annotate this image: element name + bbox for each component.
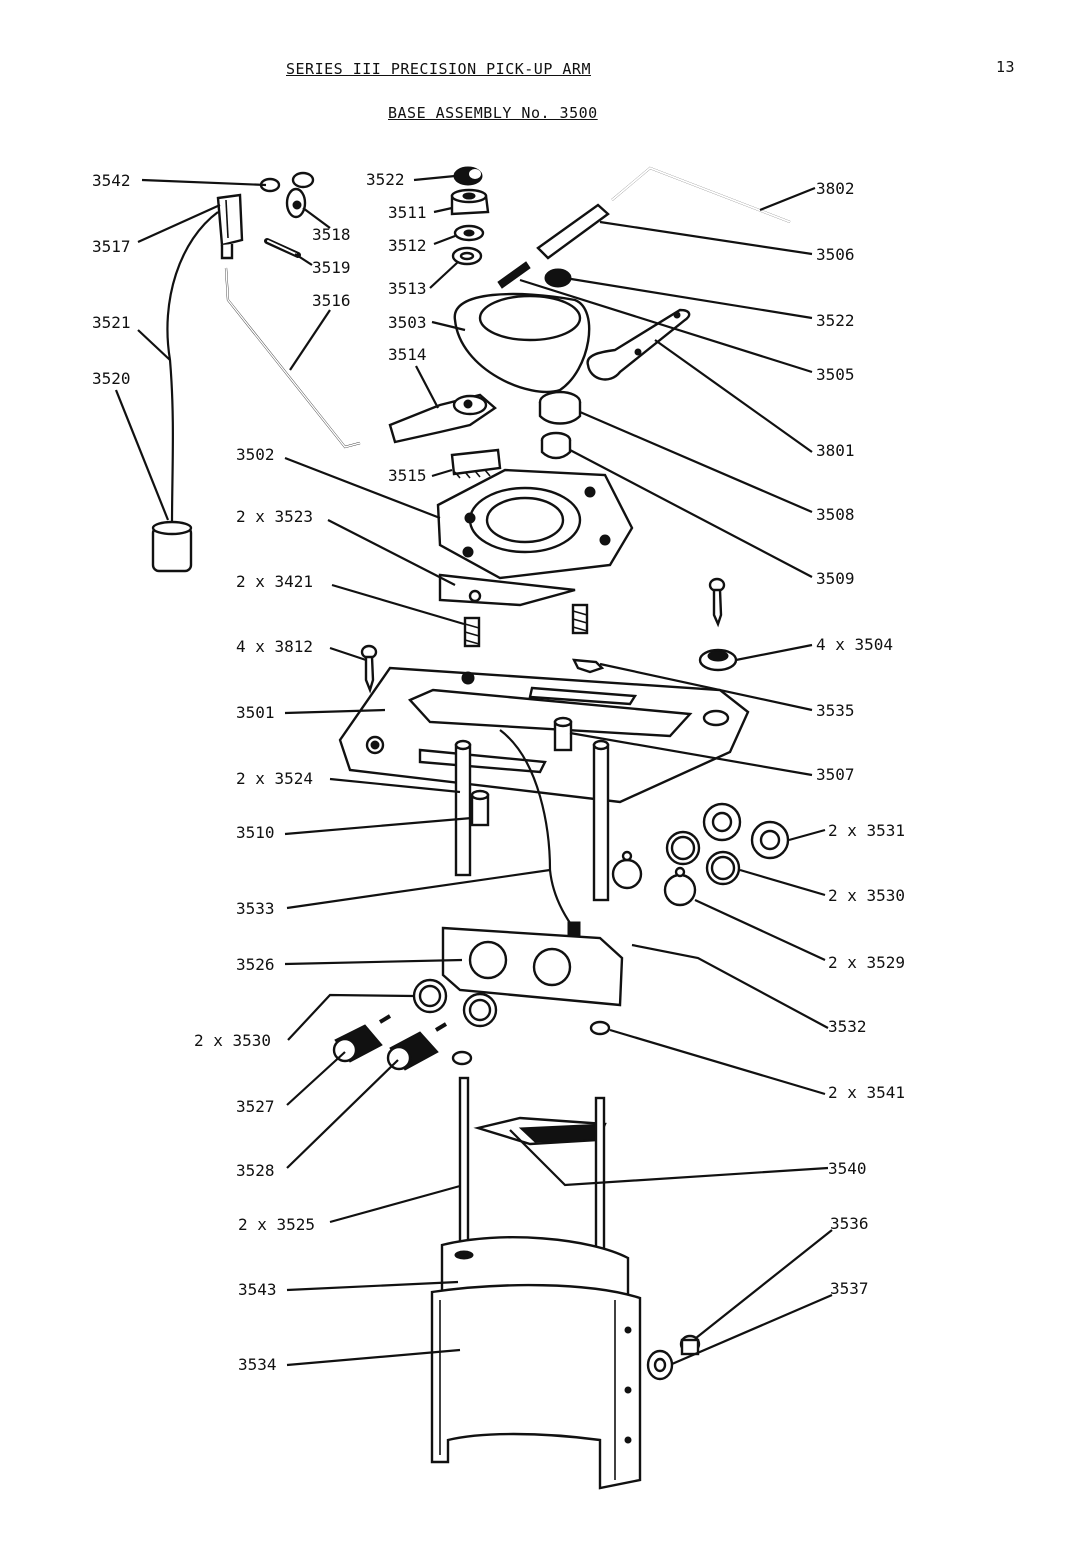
label-3421: 2 x 3421 (236, 572, 313, 591)
part-3533-wire (499, 729, 576, 931)
label-3531: 2 x 3531 (828, 821, 905, 840)
part-3540-label (473, 1116, 607, 1146)
part-3510-post (470, 789, 490, 827)
part-3535-clip (571, 658, 605, 674)
label-3536: 3536 (830, 1214, 869, 1233)
label-3503: 3503 (388, 313, 427, 332)
part-3513-ring (451, 246, 483, 266)
part-3526-terminal-block (441, 921, 624, 1007)
label-3519: 3519 (312, 258, 351, 277)
label-3504: 4 x 3504 (816, 635, 893, 654)
assembly-subtitle: BASE ASSEMBLY No. 3500 (388, 104, 598, 122)
part-3527-socket (332, 1014, 392, 1063)
label-3516: 3516 (312, 291, 351, 310)
part-3802-hex-key (611, 166, 791, 224)
label-3509: 3509 (816, 569, 855, 588)
part-3511-nut (450, 188, 490, 216)
part-3529-clips (611, 850, 697, 907)
label-3507: 3507 (816, 765, 855, 784)
label-3520: 3520 (92, 369, 131, 388)
parts-artwork (151, 166, 791, 1490)
label-3524: 2 x 3524 (236, 769, 313, 788)
label-3801: 3801 (816, 441, 855, 460)
part-3507-terminal (553, 716, 573, 752)
part-3522-cap (453, 166, 483, 186)
label-3506: 3506 (816, 245, 855, 264)
label-3529: 2 x 3529 (828, 953, 905, 972)
part-3515-cam (450, 448, 502, 479)
part-3812-screw-right (708, 577, 726, 628)
label-3530-left: 2 x 3530 (194, 1031, 271, 1050)
label-3523: 2 x 3523 (236, 507, 313, 526)
part-3812-screw (360, 644, 378, 694)
part-3501-base-plate (338, 666, 750, 804)
label-3540: 3540 (828, 1159, 867, 1178)
part-3514-lever (388, 393, 497, 444)
part-3523-shim (438, 573, 576, 607)
label-3530-right: 2 x 3530 (828, 886, 905, 905)
label-3517: 3517 (92, 237, 131, 256)
part-3421-screws (463, 603, 589, 648)
label-3525: 2 x 3525 (238, 1215, 315, 1234)
label-3515: 3515 (388, 466, 427, 485)
label-3802: 3802 (816, 179, 855, 198)
label-3511: 3511 (388, 203, 427, 222)
part-3505-stud (497, 261, 531, 289)
part-3516 (224, 267, 361, 449)
part-3508-bush (538, 390, 582, 425)
part-3519 (264, 238, 301, 258)
part-3512-washer (453, 224, 485, 242)
label-3522-right: 3522 (816, 311, 855, 330)
part-3528-socket (386, 1022, 448, 1071)
part-3504-grommet (698, 648, 738, 672)
label-3526: 3526 (236, 955, 275, 974)
label-3502: 3502 (236, 445, 275, 464)
label-3535: 3535 (816, 701, 855, 720)
part-3520-weight (151, 520, 193, 573)
part-3801-wrench (586, 308, 691, 381)
label-3528: 3528 (236, 1161, 275, 1180)
part-3518 (285, 187, 307, 219)
page-number: 13 (996, 58, 1016, 76)
page-title: SERIES III PRECISION PICK-UP ARM (286, 60, 591, 78)
label-3518: 3518 (312, 225, 351, 244)
part-3531-nuts (702, 802, 790, 860)
label-3512: 3512 (388, 236, 427, 255)
part-3517 (216, 193, 244, 260)
label-3508: 3508 (816, 505, 855, 524)
label-3534: 3534 (238, 1355, 277, 1374)
label-3537: 3537 (830, 1279, 869, 1298)
label-3532: 3532 (828, 1017, 867, 1036)
label-3522-top: 3522 (366, 170, 405, 189)
label-3514: 3514 (388, 345, 427, 364)
label-3510: 3510 (236, 823, 275, 842)
part-3509-bush (540, 431, 572, 460)
part-number-labels: 3542 3517 3518 3519 3516 3521 3520 3522 … (92, 170, 905, 1374)
part-3521-cord (166, 211, 219, 526)
label-3541: 2 x 3541 (828, 1083, 905, 1102)
label-3812: 4 x 3812 (236, 637, 313, 656)
part-3536-screw (679, 1334, 701, 1356)
leader-lines (114, 174, 833, 1367)
part-3542 (259, 171, 315, 193)
label-3505: 3505 (816, 365, 855, 384)
part-3534-housing (430, 1283, 642, 1490)
label-3533: 3533 (236, 899, 275, 918)
part-3530-washers-right (665, 830, 741, 886)
label-3542: 3542 (92, 171, 131, 190)
part-3537-washer (646, 1349, 674, 1381)
part-3502-plate (436, 468, 634, 580)
part-3506-shaft (536, 203, 610, 260)
part-3530-washers-left (412, 978, 498, 1028)
part-3541-washers (451, 1020, 611, 1066)
label-3521: 3521 (92, 313, 131, 332)
label-3501: 3501 (236, 703, 275, 722)
label-3543: 3543 (238, 1280, 277, 1299)
part-3503-collar (453, 292, 591, 394)
part-3524-pillars (454, 739, 610, 902)
label-3527: 3527 (236, 1097, 275, 1116)
label-3513: 3513 (388, 279, 427, 298)
